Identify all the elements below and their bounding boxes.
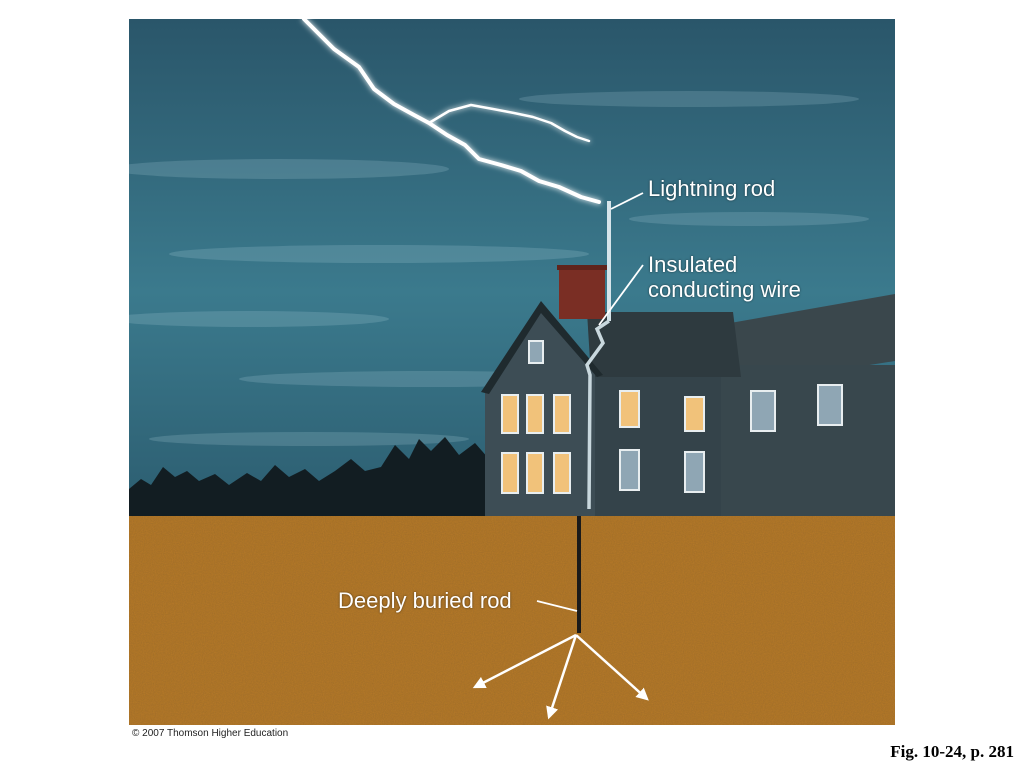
insulated-conducting-wire <box>585 319 610 510</box>
lit-windows <box>501 390 705 494</box>
rod-and-wire <box>577 201 611 633</box>
gable-trim <box>481 301 603 394</box>
main-roof <box>587 312 741 377</box>
lightning-bolt-icon <box>302 19 601 204</box>
tree-line <box>129 437 501 516</box>
figure-caption: Fig. 10-24, p. 281 <box>890 742 1014 761</box>
house <box>481 265 895 516</box>
label-deeply-buried-rod: Deeply buried rod <box>338 588 512 613</box>
right-wing-wall <box>721 365 895 516</box>
dispersion-arrow-icon <box>472 633 649 720</box>
callout-lines <box>536 192 644 612</box>
right-wing-roof <box>719 294 895 387</box>
main-wall <box>591 371 721 516</box>
lightning-rod-illustration <box>129 19 895 725</box>
ground-texture <box>129 516 895 725</box>
dark-windows <box>528 340 843 493</box>
label-insulated-conducting-wire: Insulated conducting wire <box>648 252 801 302</box>
label-wire-line1: Insulated <box>648 252 738 277</box>
sky-streaks <box>129 91 869 446</box>
label-lightning-rod: Lightning rod <box>648 176 776 201</box>
copyright-notice: © 2007 Thomson Higher Education <box>132 728 289 739</box>
label-wire-line2: conducting wire <box>648 277 801 302</box>
chimney <box>559 267 605 319</box>
